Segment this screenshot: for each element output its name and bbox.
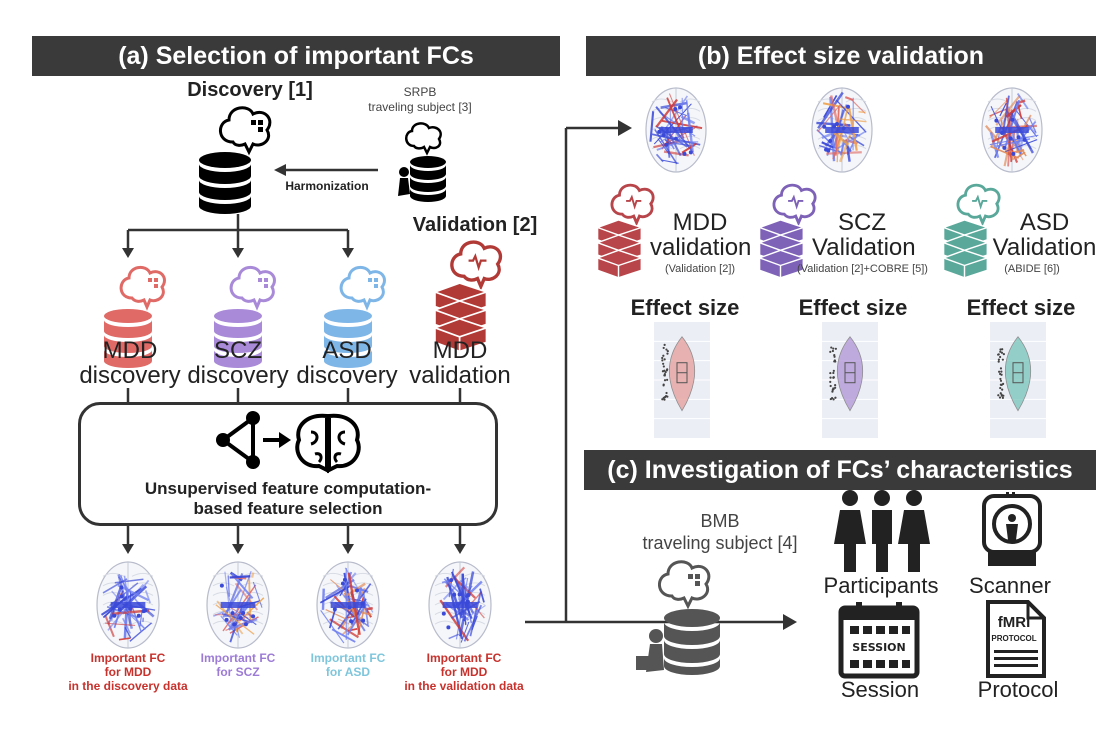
group-mdd: MDD validation — [650, 209, 752, 262]
dataset-name: SCZ — [214, 337, 262, 364]
dataset-kind: validation — [409, 362, 511, 390]
dataset-asd-discovery: ASD discovery — [292, 337, 402, 390]
session-word: SESSION — [852, 641, 906, 654]
process-line2: based feature selection — [193, 499, 383, 518]
group-asd: ASD Validation — [992, 209, 1097, 262]
asd-discovery-db-icon — [324, 265, 386, 368]
group-kind: Validation — [992, 234, 1097, 262]
harmonization-arrow — [274, 164, 378, 176]
scanner-icon — [982, 492, 1042, 566]
bmb-sub-label: traveling subject [4] — [642, 533, 798, 553]
scanner-label: Scanner — [969, 573, 1051, 598]
dataset-kind: discovery — [187, 362, 289, 390]
dataset-name: ASD — [322, 337, 372, 364]
discovery-label: Discovery [1] — [187, 79, 313, 101]
output-asd: Important FC for ASD — [296, 651, 400, 680]
output-line: Important FC — [310, 651, 386, 665]
effect-size-label-mdd: Effect size — [630, 295, 740, 320]
group-mdd-note: (Validation [2]) — [664, 263, 736, 275]
effect-size-label-asd: Effect size — [966, 295, 1076, 320]
dataset-kind: discovery — [296, 362, 398, 390]
effect-size-label-scz: Effect size — [798, 295, 908, 320]
process-line1: Unsupervised feature computation- — [144, 479, 432, 498]
violin-plot — [822, 322, 878, 438]
output-line: for SCZ — [216, 664, 260, 679]
output-line: in the validation data — [404, 678, 524, 693]
traveling-subject-icon — [398, 122, 446, 202]
group-kind: validation — [650, 234, 752, 262]
group-name: SCZ — [838, 209, 886, 236]
brain-map-b-mdd — [645, 87, 707, 173]
participants-label: Participants — [823, 573, 939, 598]
section-a-title: (a) Selection of important FCs — [32, 36, 560, 76]
dataset-to-process-lines — [126, 388, 462, 402]
brain-map-mdd-discovery — [96, 561, 160, 649]
session-label: Session — [840, 677, 920, 702]
group-scz: SCZ Validation — [812, 209, 916, 262]
discovery-database-icon — [199, 106, 272, 214]
participants-icon — [834, 490, 930, 572]
feature-selection-box — [78, 402, 498, 526]
group-name: MDD — [672, 209, 728, 236]
output-line: for ASD — [325, 664, 371, 679]
process-to-output-arrows — [122, 524, 466, 554]
brain-map-asd — [316, 561, 380, 649]
output-line: for MDD — [104, 664, 152, 679]
output-mdd-discovery: Important FC for MDD in the discovery da… — [62, 651, 194, 693]
scz-discovery-db-icon — [214, 265, 276, 368]
output-line: in the discovery data — [68, 678, 188, 693]
srpb-label: SRPB — [403, 85, 437, 99]
group-scz-note: (Validation [2]+COBRE [5]) — [797, 263, 928, 275]
network-to-brain-icon — [216, 411, 361, 474]
validation-label: Validation [2] — [412, 214, 538, 236]
dataset-name: MDD — [102, 337, 158, 364]
mdd-validation-db-icon — [434, 240, 503, 353]
violin-plot — [654, 322, 710, 438]
dataset-mdd-validation: MDD validation — [405, 337, 515, 390]
fmri-word: fMRI — [997, 614, 1031, 631]
output-mdd-validation: Important FC for MDD in the validation d… — [398, 651, 530, 693]
protocol-word: PROTOCOL — [991, 634, 1037, 643]
brain-map-b-scz — [811, 87, 873, 173]
section-c-title: (c) Investigation of FCs’ characteristic… — [584, 450, 1096, 490]
dataset-kind: discovery — [79, 362, 181, 390]
mdd-validation-group-icon — [596, 183, 655, 279]
scz-validation-group-icon — [758, 183, 817, 279]
output-line: Important FC — [90, 651, 166, 665]
bmb-traveling-subject-icon — [636, 560, 720, 675]
brain-map-b-asd — [981, 87, 1043, 173]
session-calendar-icon — [838, 602, 920, 679]
srpb-sub-label: traveling subject [3] — [368, 100, 472, 114]
group-name: ASD — [1019, 209, 1070, 236]
output-line: Important FC — [200, 651, 276, 665]
bmb-label: BMB — [700, 511, 740, 531]
asd-validation-group-icon — [942, 183, 1001, 279]
dataset-scz-discovery: SCZ discovery — [183, 337, 293, 390]
group-kind: Validation — [812, 234, 916, 262]
brain-map-mdd-validation — [428, 561, 492, 649]
branch-connector — [122, 214, 354, 258]
dataset-mdd-discovery: MDD discovery — [75, 337, 185, 390]
harmonization-label: Harmonization — [285, 179, 369, 193]
protocol-document-icon — [986, 600, 1046, 678]
output-line: Important FC — [426, 651, 502, 665]
brain-map-scz — [206, 561, 270, 649]
output-line: for MDD — [440, 664, 488, 679]
output-scz: Important FC for SCZ — [186, 651, 290, 680]
protocol-label: Protocol — [977, 677, 1059, 702]
section-b-title: (b) Effect size validation — [586, 36, 1096, 76]
group-asd-note: (ABIDE [6]) — [1004, 263, 1060, 275]
dataset-name: MDD — [432, 337, 488, 364]
violin-plot — [990, 322, 1046, 438]
mdd-discovery-db-icon — [104, 265, 166, 368]
